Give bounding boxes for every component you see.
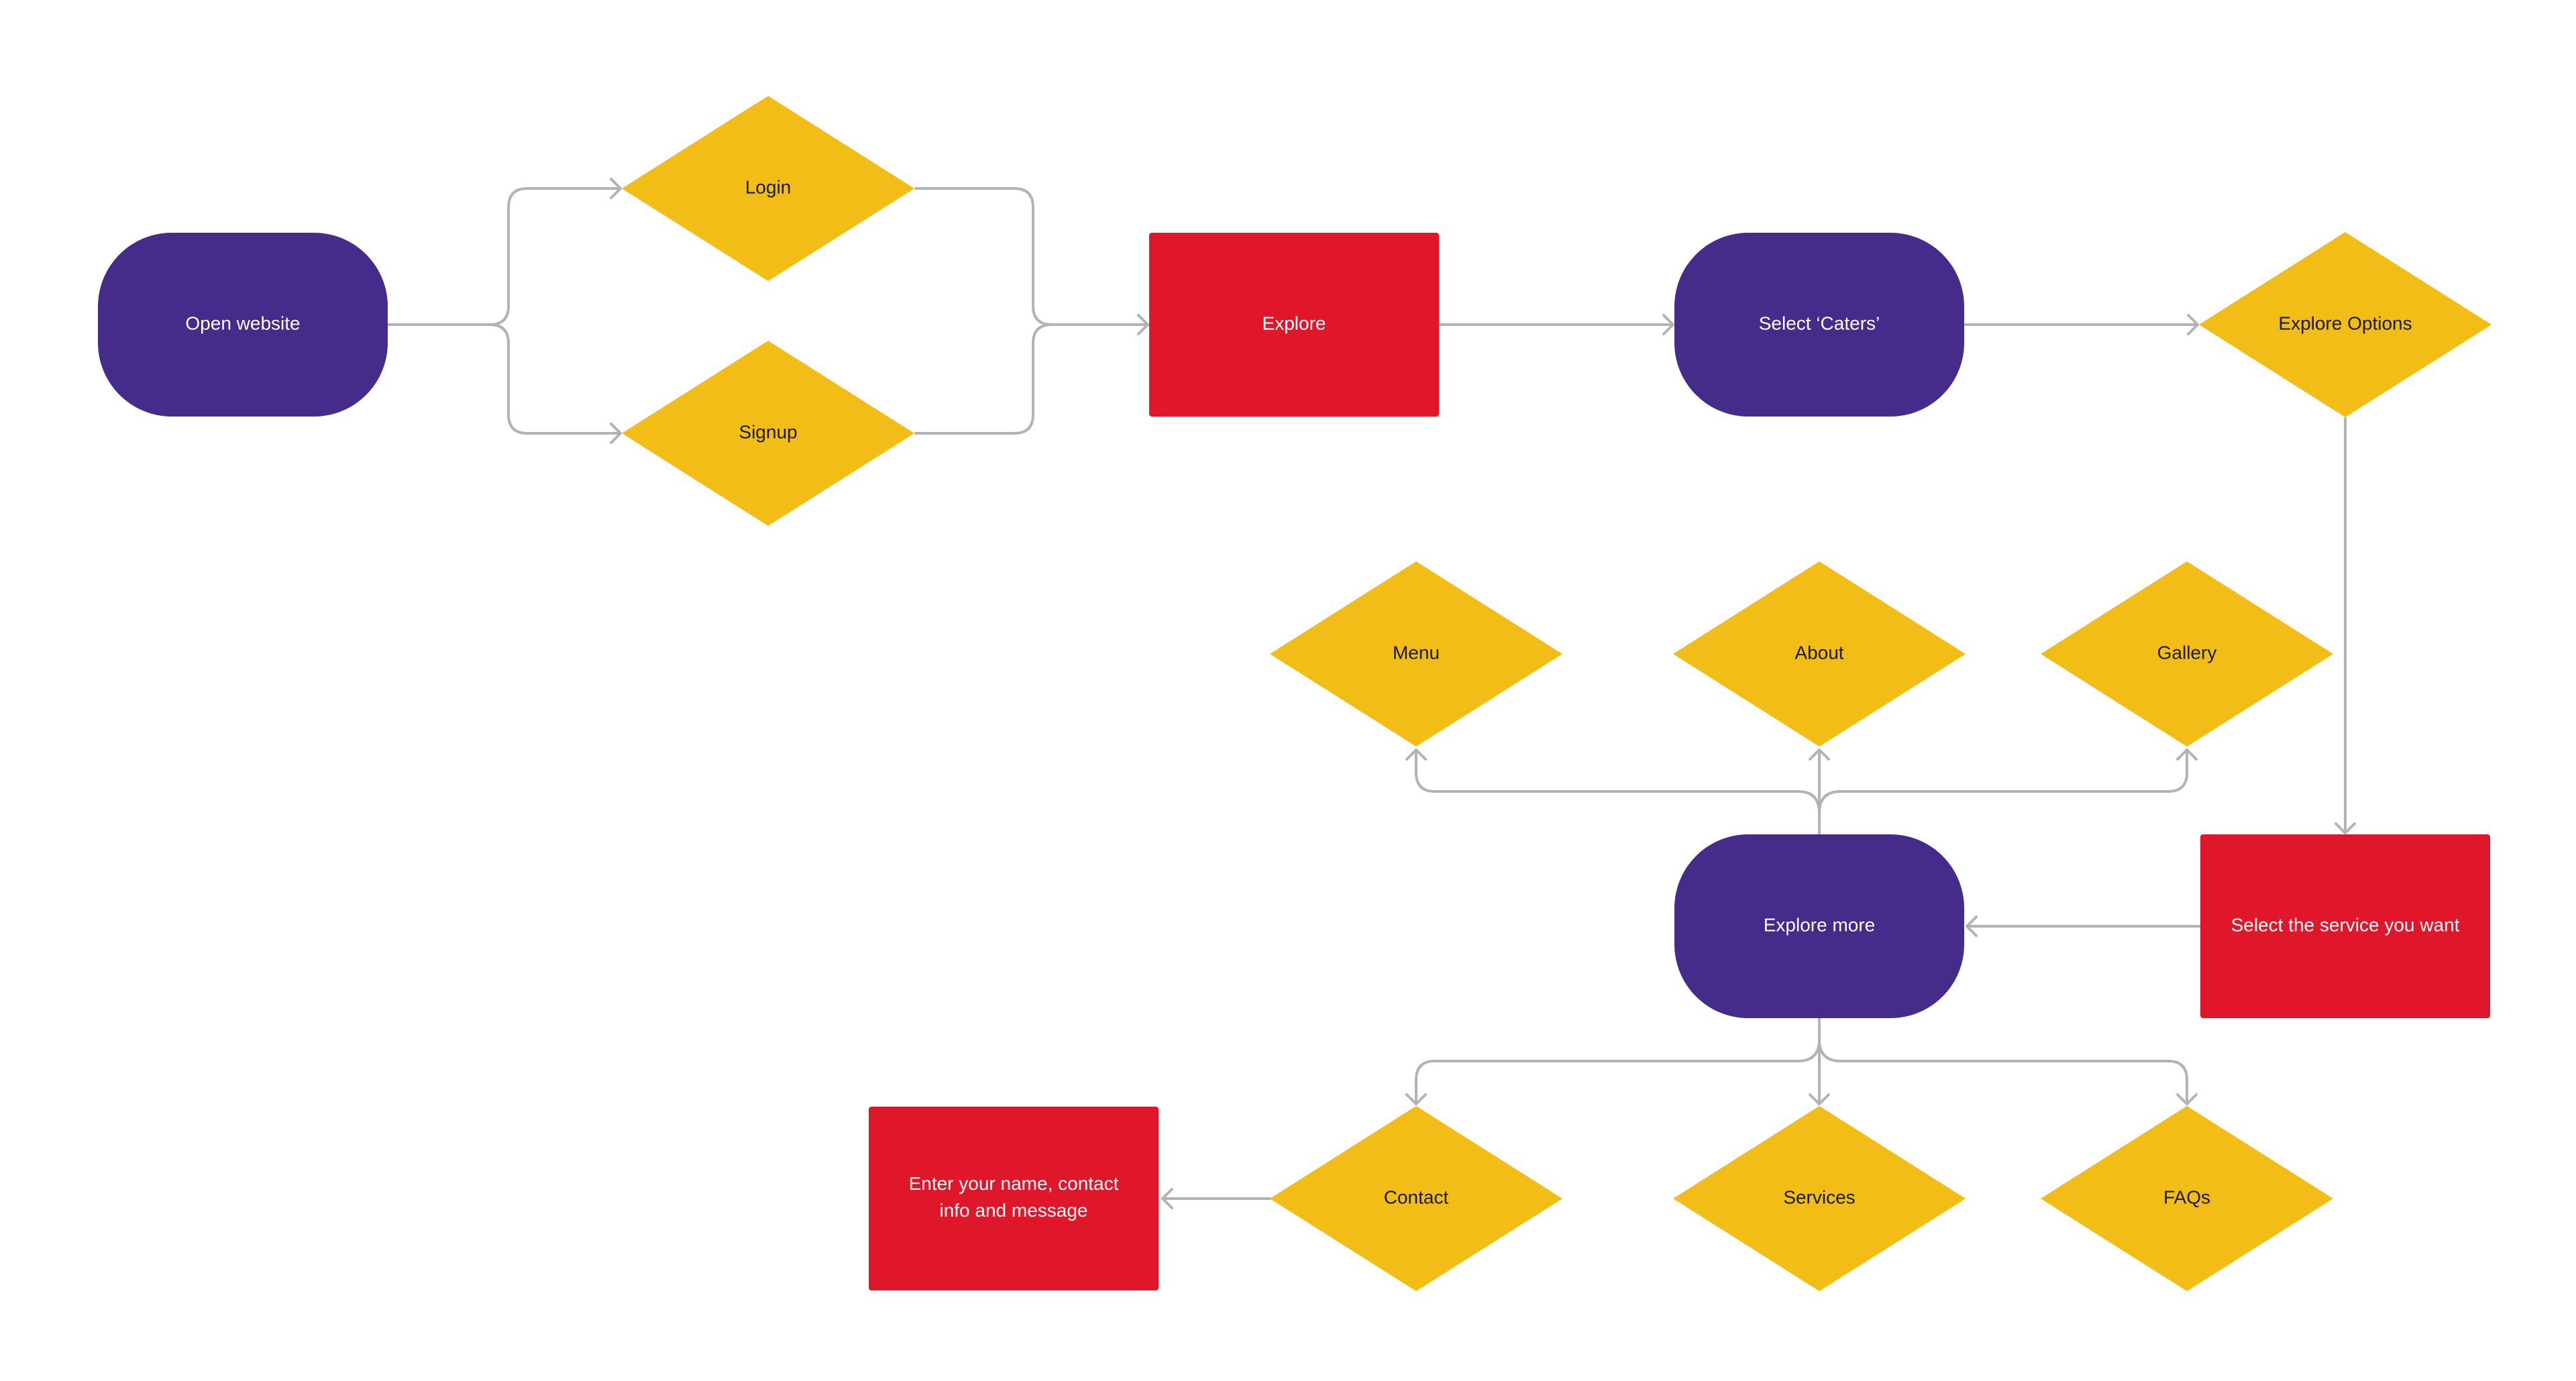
node-label: Open website: [185, 313, 300, 333]
node-contact: Contact: [1270, 1106, 1562, 1291]
node-label: Explore more: [1764, 914, 1876, 935]
node-explore-options: Explore Options: [2199, 232, 2491, 417]
terminal-shape: [1674, 834, 1964, 1018]
connector-exploremore-faqs-arrowhead: [2176, 1093, 2198, 1105]
connector-caters-options-arrowhead: [2187, 314, 2199, 335]
connector-exploremore-gallery: [1818, 749, 2188, 814]
connector-merge-explore-arrowhead: [1137, 314, 1149, 335]
decision-shape: [1270, 561, 1562, 747]
connector-open-signup: [488, 323, 622, 435]
decision-shape: [1270, 1106, 1562, 1291]
node-explore-more: Explore more: [1674, 834, 1964, 1018]
node-faqs: FAQs: [2041, 1106, 2333, 1291]
connector-exploremore-contact: [1415, 1038, 1821, 1105]
connectors-layer: [386, 178, 2356, 1209]
process-shape: [869, 1107, 1159, 1290]
connector-exploremore-about-arrowhead: [1809, 749, 1830, 761]
process-shape: [1149, 233, 1439, 417]
node-open-website: Open website: [98, 233, 388, 417]
connector-exploremore-menu: [1415, 749, 1821, 814]
node-label: Select the service you want: [2231, 914, 2460, 935]
terminal-shape: [98, 233, 388, 417]
decision-shape: [2041, 561, 2333, 747]
connector-exploremore-faqs: [1818, 1038, 2188, 1105]
node-services: Services: [1673, 1106, 1966, 1291]
connector-options-service-arrowhead: [2334, 822, 2356, 834]
node-login: Login: [622, 96, 914, 281]
node-label: Contact: [1384, 1186, 1449, 1207]
connector-exploremore-services-arrowhead: [1809, 1093, 1830, 1105]
decision-shape: [1673, 1106, 1966, 1291]
node-label: Select ‘Caters’: [1759, 313, 1880, 333]
connector-signup-explore: [914, 323, 1053, 435]
terminal-shape: [1674, 233, 1964, 417]
node-select-caters: Select ‘Caters’: [1674, 233, 1964, 417]
node-explore: Explore: [1149, 233, 1439, 417]
node-signup: Signup: [622, 341, 914, 526]
node-label: Signup: [739, 421, 797, 442]
connector-contact-details-arrowhead: [1161, 1188, 1173, 1209]
connector-exploremore-menu-arrowhead: [1405, 749, 1427, 761]
node-label: Explore: [1263, 313, 1326, 333]
node-label: Explore Options: [2278, 313, 2412, 333]
decision-shape: [1673, 561, 1966, 747]
node-select-service: Select the service you want: [2200, 834, 2490, 1018]
decision-shape: [622, 96, 914, 281]
decision-shape: [622, 341, 914, 526]
node-label: Services: [1783, 1186, 1855, 1207]
node-menu: Menu: [1270, 561, 1562, 747]
connector-explore-caters-arrowhead: [1662, 314, 1674, 335]
connector-exploremore-gallery-arrowhead: [2176, 749, 2198, 761]
node-label: About: [1794, 642, 1843, 663]
connector-login-explore: [914, 187, 1053, 326]
connector-open-login: [488, 187, 622, 326]
decision-shape: [2041, 1106, 2333, 1291]
node-about: About: [1673, 561, 1966, 747]
connector-open-signup-arrowhead: [610, 423, 622, 444]
connector-exploremore-contact-arrowhead: [1405, 1093, 1427, 1105]
node-gallery: Gallery: [2041, 561, 2333, 747]
node-label: FAQs: [2163, 1186, 2210, 1207]
node-label: Login: [745, 176, 792, 197]
node-label: Gallery: [2157, 642, 2217, 663]
node-label: Menu: [1393, 642, 1440, 663]
connector-open-login-arrowhead: [610, 178, 622, 199]
connector-service-exploremore-arrowhead: [1966, 916, 1978, 937]
decision-shape: [2199, 232, 2491, 417]
process-shape: [2200, 834, 2490, 1018]
